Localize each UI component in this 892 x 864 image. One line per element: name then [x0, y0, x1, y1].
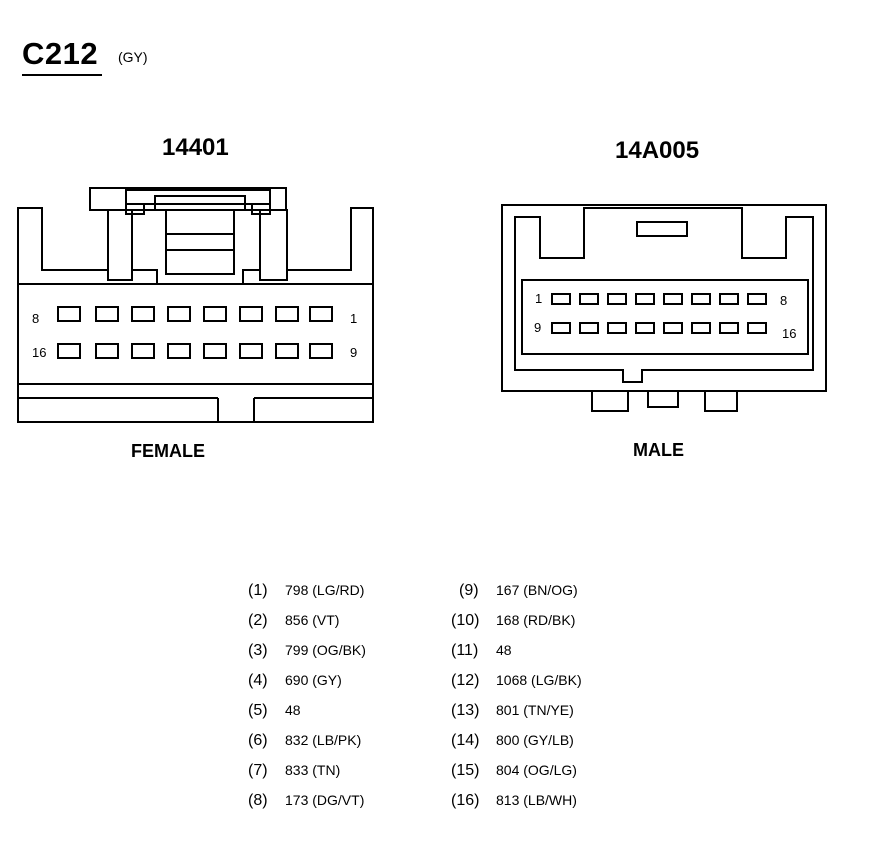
- male-pin-label-16: 16: [782, 326, 796, 341]
- female-label: FEMALE: [131, 441, 205, 461]
- pin-number: (6): [248, 732, 268, 749]
- male-connector-drawing: [501, 204, 827, 412]
- pin-circuit: 690 (GY): [285, 672, 342, 688]
- pin-circuit: 832 (LB/PK): [285, 732, 362, 748]
- pin-number: (3): [248, 642, 268, 659]
- male-label: MALE: [633, 440, 684, 460]
- pin-row: (9): [459, 582, 479, 600]
- pin-row: (2): [248, 612, 268, 630]
- pin-row: (4): [248, 672, 268, 690]
- pin-circuit: 798 (LG/RD): [285, 582, 365, 598]
- pin-circuit: 1068 (LG/BK): [496, 672, 582, 688]
- pin-number: (11): [451, 642, 479, 659]
- pin-circuit: 48: [285, 702, 301, 718]
- pin-circuit: 168 (RD/BK): [496, 612, 576, 628]
- female-connector-drawing: [17, 187, 374, 423]
- pin-circuit: 799 (OG/BK): [285, 642, 366, 658]
- female-pin-label-1: 1: [350, 311, 357, 326]
- pin-number: (14): [451, 732, 480, 749]
- female-pin-label-16: 16: [32, 345, 46, 360]
- pin-circuit: 800 (GY/LB): [496, 732, 574, 748]
- pin-circuit: 173 (DG/VT): [285, 792, 365, 808]
- male-pin-label-8: 8: [780, 293, 787, 308]
- male-part-number: 14A005: [615, 137, 700, 164]
- pin-row: (13): [451, 702, 479, 720]
- pin-circuit: 804 (OG/LG): [496, 762, 577, 778]
- pin-circuit: 856 (VT): [285, 612, 340, 628]
- pin-row: (12): [451, 672, 479, 690]
- pin-number: (12): [451, 672, 480, 689]
- pin-number: (4): [248, 672, 268, 689]
- pin-circuit: 813 (LB/WH): [496, 792, 577, 808]
- pin-number: (9): [459, 582, 479, 599]
- pin-number: (2): [248, 612, 268, 629]
- pin-circuit: 48: [496, 642, 512, 658]
- pin-row: (16): [451, 792, 479, 810]
- pin-row: (6): [248, 732, 268, 750]
- male-pin-labels: 1 8 9 16: [534, 291, 796, 341]
- female-pin-label-9: 9: [350, 345, 357, 360]
- pin-number: (10): [451, 612, 480, 629]
- pin-number: (5): [248, 702, 268, 719]
- pin-number: (15): [451, 762, 480, 779]
- pin-row: (7): [248, 762, 268, 780]
- pin-circuit: 801 (TN/YE): [496, 702, 574, 718]
- connector-id: C212: [22, 36, 99, 71]
- male-pin-label-9: 9: [534, 320, 541, 335]
- pin-row: (5): [248, 702, 268, 720]
- pin-number: (16): [451, 792, 480, 809]
- connector-id-underline: [22, 74, 102, 76]
- pin-row: (8): [248, 792, 268, 810]
- pin-number: (8): [248, 792, 268, 809]
- male-pin-label-1: 1: [535, 291, 542, 306]
- pin-row: (15): [451, 762, 479, 780]
- pin-row: (14): [451, 732, 479, 750]
- pin-row: (11): [451, 642, 478, 660]
- connector-color-code: (GY): [118, 49, 148, 65]
- pin-number: (13): [451, 702, 480, 719]
- female-part-number: 14401: [162, 134, 229, 161]
- pin-circuit: 167 (BN/OG): [496, 582, 578, 598]
- pin-row: (1): [248, 582, 268, 600]
- pin-row: (3): [248, 642, 268, 660]
- female-pin-labels: 8 1 16 9: [32, 311, 357, 360]
- pin-number: (7): [248, 762, 268, 779]
- pin-circuit: 833 (TN): [285, 762, 341, 778]
- pin-row: (10): [451, 612, 479, 630]
- pin-number: (1): [248, 582, 268, 599]
- female-pin-label-8: 8: [32, 311, 39, 326]
